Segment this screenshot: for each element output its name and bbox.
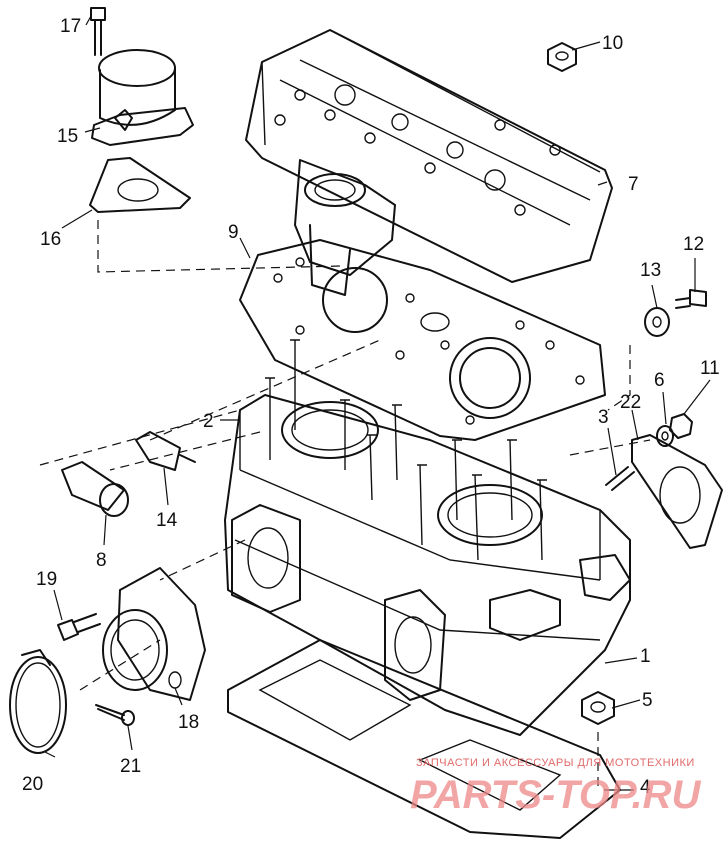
cylinder-block bbox=[224, 394, 631, 736]
thermostat-gasket bbox=[89, 157, 191, 213]
watermark-logo: PARTS-TOP.RU bbox=[410, 773, 702, 817]
watermark: ЗАПЧАСТИ И АКСЕССУАРЫ ДЛЯ МОТОТЕХНИКИ PA… bbox=[410, 757, 702, 817]
callout-22: 22 bbox=[620, 392, 641, 413]
bolt-17 bbox=[90, 7, 106, 56]
callout-10: 10 bbox=[602, 33, 623, 54]
callout-7: 7 bbox=[628, 174, 639, 195]
exhaust-gasket-22 bbox=[631, 434, 723, 549]
leader-lines bbox=[44, 15, 711, 791]
thermostat-cover bbox=[91, 49, 194, 146]
callout-8: 8 bbox=[96, 550, 107, 571]
nut-11 bbox=[669, 413, 693, 439]
nut-5 bbox=[581, 691, 615, 725]
callout-11: 11 bbox=[700, 358, 720, 379]
callout-labels: 1 2 3 4 5 6 7 8 9 10 11 12 13 14 15 16 1… bbox=[22, 16, 720, 798]
callout-14: 14 bbox=[156, 510, 178, 531]
nut-10 bbox=[547, 42, 577, 72]
water-outlet-elbow bbox=[294, 159, 396, 296]
watermark-tagline: ЗАПЧАСТИ И АКСЕССУАРЫ ДЛЯ МОТОТЕХНИКИ bbox=[416, 757, 695, 769]
callout-5: 5 bbox=[642, 690, 653, 711]
callout-1: 1 bbox=[640, 646, 651, 667]
studs bbox=[265, 339, 635, 561]
callout-18: 18 bbox=[178, 712, 199, 733]
washer-13 bbox=[644, 307, 670, 337]
callout-17: 17 bbox=[60, 16, 81, 37]
callout-6: 6 bbox=[654, 370, 665, 391]
callout-3: 3 bbox=[598, 407, 609, 428]
sleeve-8 bbox=[61, 461, 129, 517]
callout-2: 2 bbox=[203, 411, 214, 432]
bolt-19 bbox=[57, 613, 101, 641]
intake-flange-18 bbox=[102, 567, 206, 701]
callout-4: 4 bbox=[640, 777, 651, 798]
callout-16: 16 bbox=[40, 229, 61, 250]
bolt-12 bbox=[675, 289, 707, 309]
head-gasket bbox=[239, 239, 606, 441]
callout-15: 15 bbox=[57, 126, 78, 147]
temperature-sensor-14 bbox=[135, 431, 196, 471]
callout-20: 20 bbox=[22, 774, 43, 795]
cylinder-head-cover bbox=[245, 29, 613, 283]
screw-21 bbox=[95, 704, 135, 726]
clamp-20 bbox=[9, 649, 67, 754]
callout-21: 21 bbox=[120, 756, 141, 777]
base-gasket bbox=[227, 639, 621, 839]
callout-12: 12 bbox=[683, 234, 704, 255]
assembly-lines bbox=[39, 220, 651, 790]
washer-6 bbox=[656, 425, 674, 447]
callout-9: 9 bbox=[228, 222, 239, 243]
callout-19: 19 bbox=[36, 569, 57, 590]
callout-13: 13 bbox=[640, 260, 661, 281]
